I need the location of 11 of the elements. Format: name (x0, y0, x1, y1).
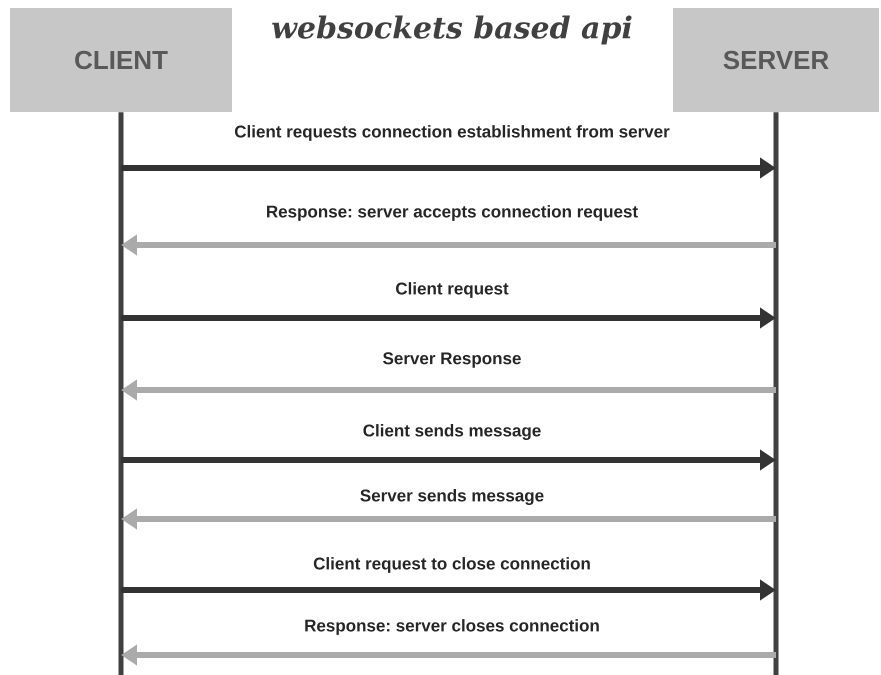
participant-box: CLIENT (10, 8, 232, 112)
edge-label: Response: server accepts connection request (264, 204, 640, 222)
edge-label: Client request to close connection (312, 556, 592, 574)
edge-label: Response: server closes connection (303, 618, 601, 636)
participant-box: SERVER (673, 8, 879, 112)
edge-label: Client sends message (362, 423, 542, 441)
title: websockets based api (272, 16, 632, 45)
edge-label: Server Response (382, 351, 522, 369)
edge-label: Client requests connection establishment from server (233, 124, 671, 142)
edge-label: Server sends message (358, 488, 546, 506)
edge-label: Client request (394, 281, 510, 299)
